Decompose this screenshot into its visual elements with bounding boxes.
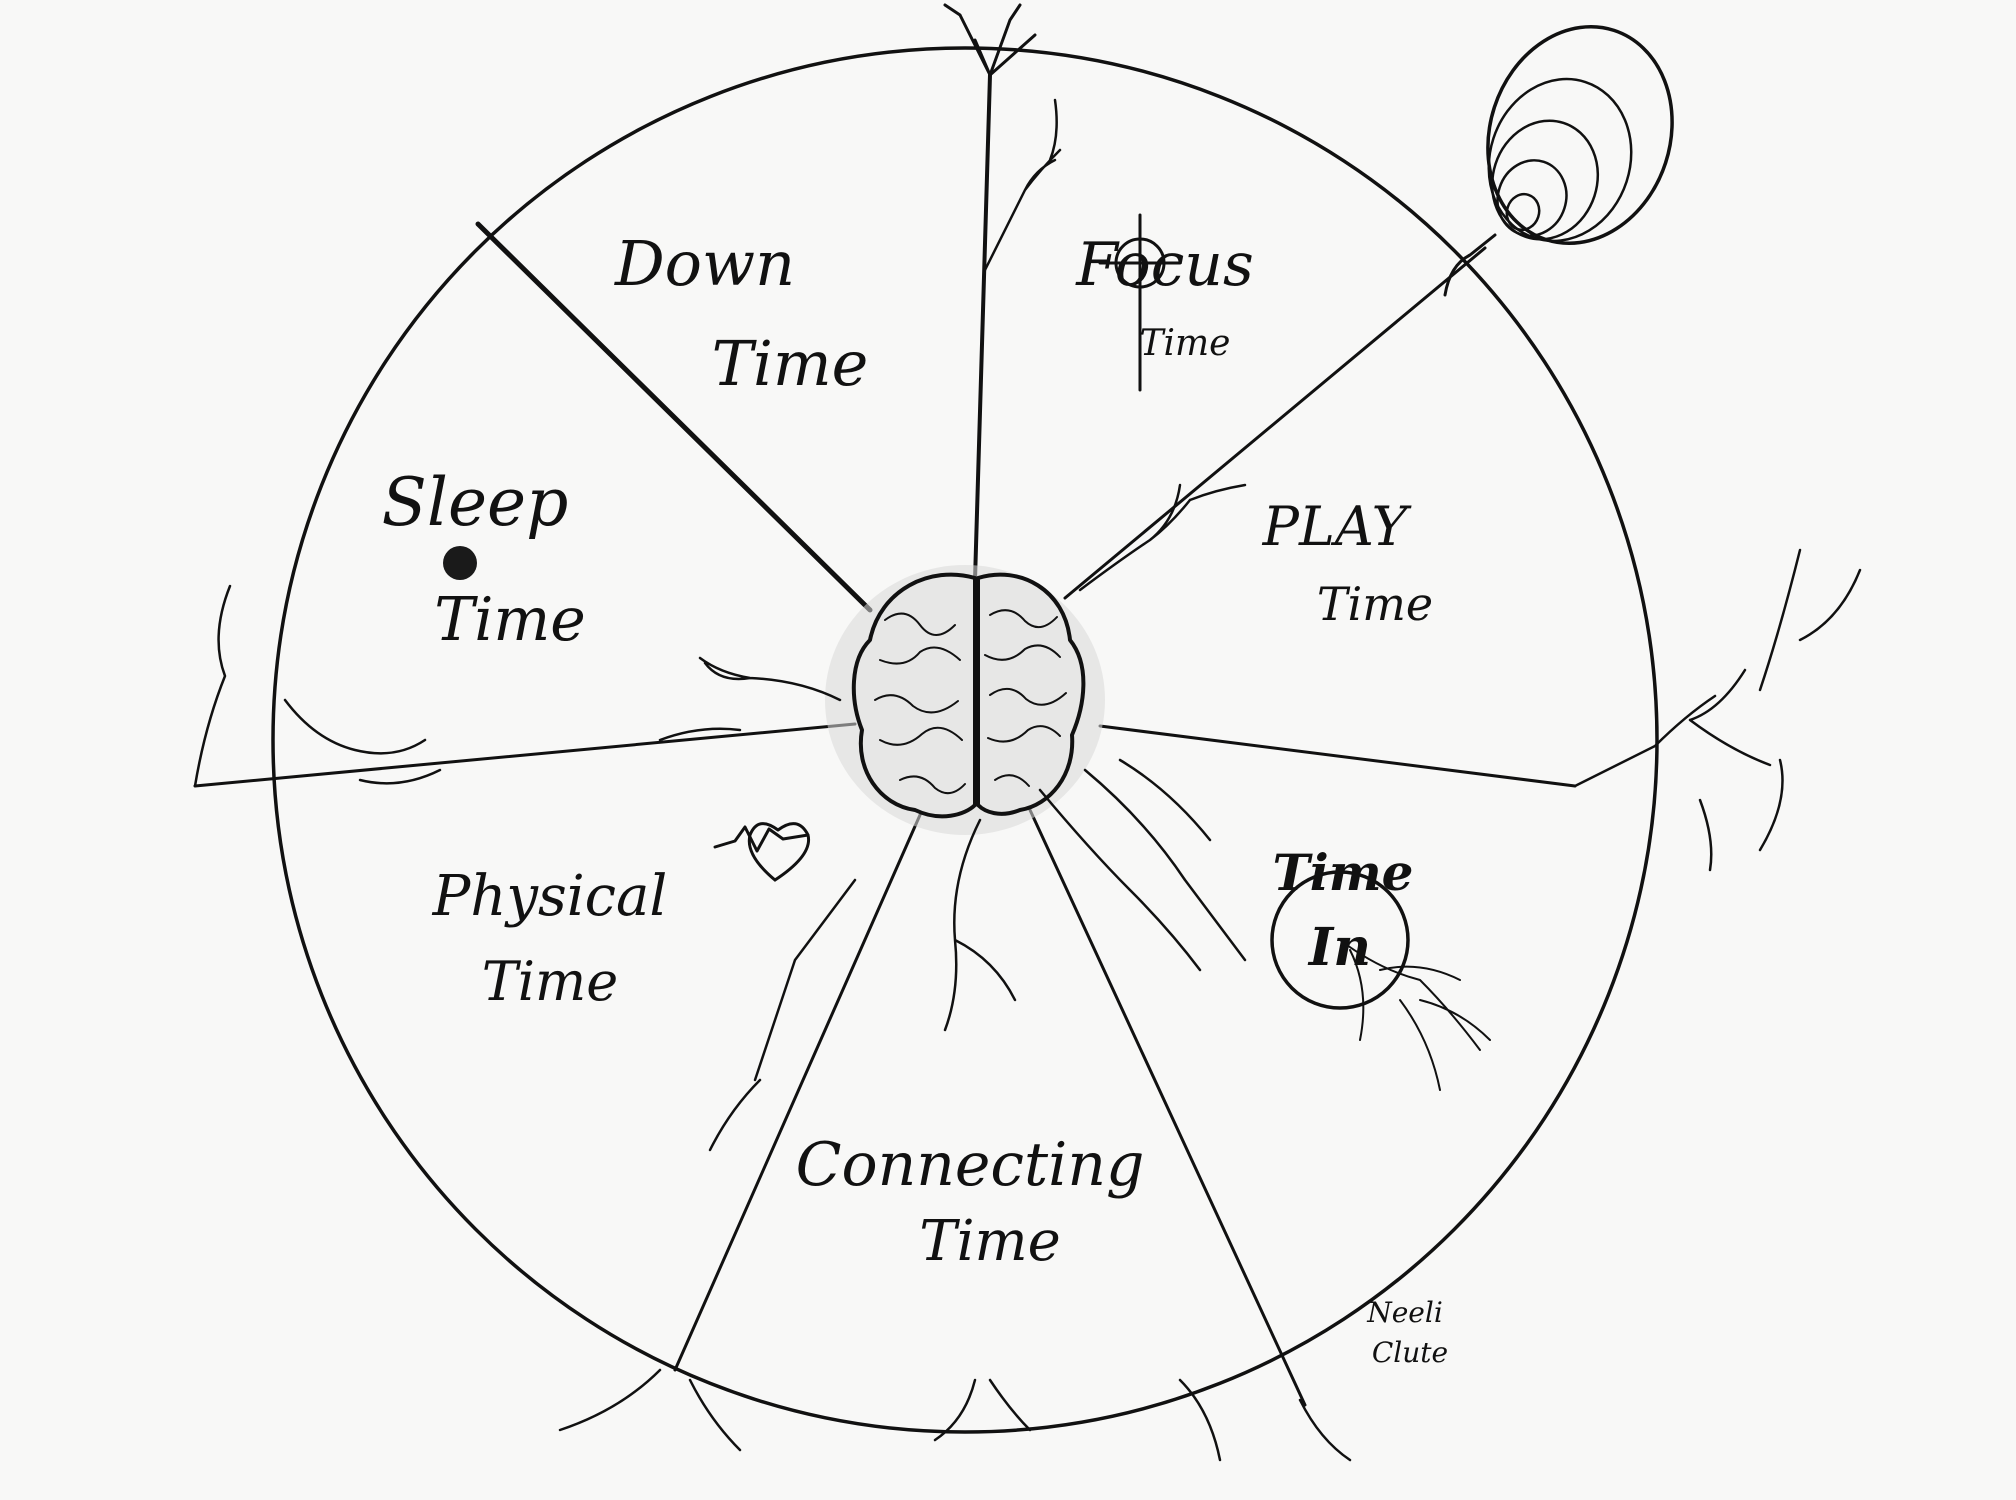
signature-line1: Neeli [1366,1296,1443,1329]
moon-icon [443,546,477,580]
time-in-circle [1270,870,1410,1010]
label-down-line1: Down [614,227,795,300]
label-down-line2: Time [712,327,869,400]
label-play-line2: Time [1317,577,1433,631]
label-sleep-line1: Sleep [382,464,569,541]
divider-play-timein [1098,724,1577,788]
divider-down-focus [973,73,992,582]
label-physical-line1: Physical [432,864,668,929]
divider-physical-connecting [673,813,922,1372]
label-physical-line2: Time [482,950,618,1013]
wheel-outline [271,46,1659,1434]
label-time-in-line2: In [1307,917,1371,978]
divider-connecting-timein [1028,808,1307,1407]
signature-line2: Clute [1372,1336,1448,1369]
root-branches [193,3,1862,1462]
divider-sleep-down [475,221,873,613]
target-icon [1098,213,1182,392]
label-focus-line2: Time [1140,323,1231,364]
label-sleep-line2: Time [434,585,586,655]
wheel-dividers [193,73,1577,1407]
label-time-in-line1: Time [1273,843,1414,902]
divider-focus-play [1063,246,1487,600]
balloon-illustration [1443,25,1674,297]
heart-icon [713,822,811,882]
brain-illustration [825,565,1105,835]
label-connecting-line1: Connecting [796,1130,1145,1200]
label-play-line1: PLAY [1262,495,1412,558]
label-focus-line1: Focus [1075,230,1254,300]
divider-sleep-physical [193,722,857,788]
label-connecting-line2: Time [919,1209,1061,1274]
